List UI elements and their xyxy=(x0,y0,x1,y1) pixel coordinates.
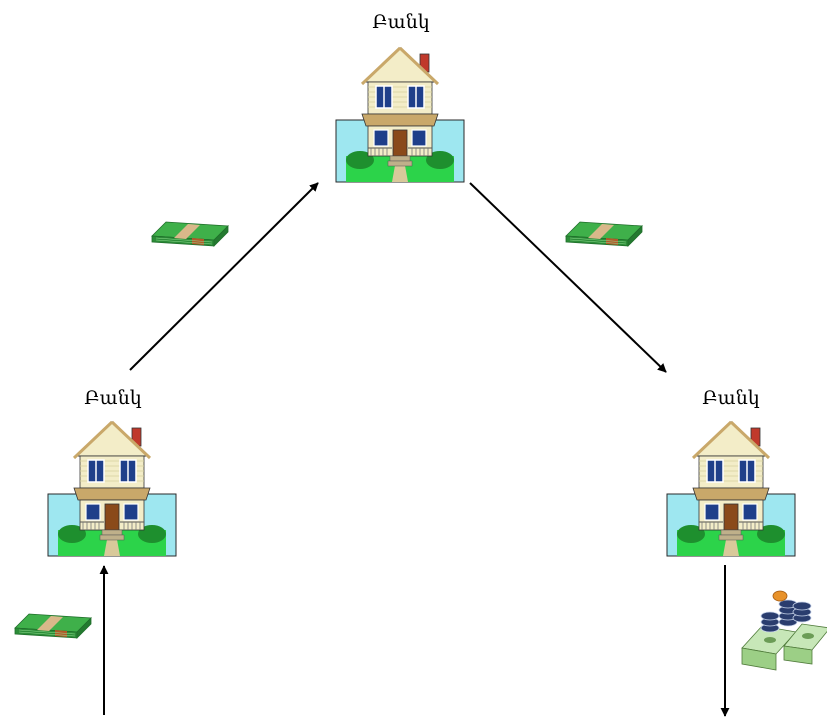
bank-right-house-icon xyxy=(665,420,797,558)
cash-bundle-icon xyxy=(14,613,92,639)
bank-top-house-icon xyxy=(334,46,466,184)
bank-label-left: Բանկ xyxy=(84,387,142,409)
cash-bundle-icon xyxy=(151,221,229,247)
cash-bundle-icon xyxy=(565,221,643,247)
money-coins-icon xyxy=(741,590,827,671)
bank-label-right: Բանկ xyxy=(702,387,760,409)
arrow-top-to-right-bank xyxy=(469,182,667,373)
arrow-left-to-top-bank xyxy=(129,182,319,371)
bank-left-house-icon xyxy=(46,420,178,558)
bank-label-top: Բանկ xyxy=(372,11,430,33)
